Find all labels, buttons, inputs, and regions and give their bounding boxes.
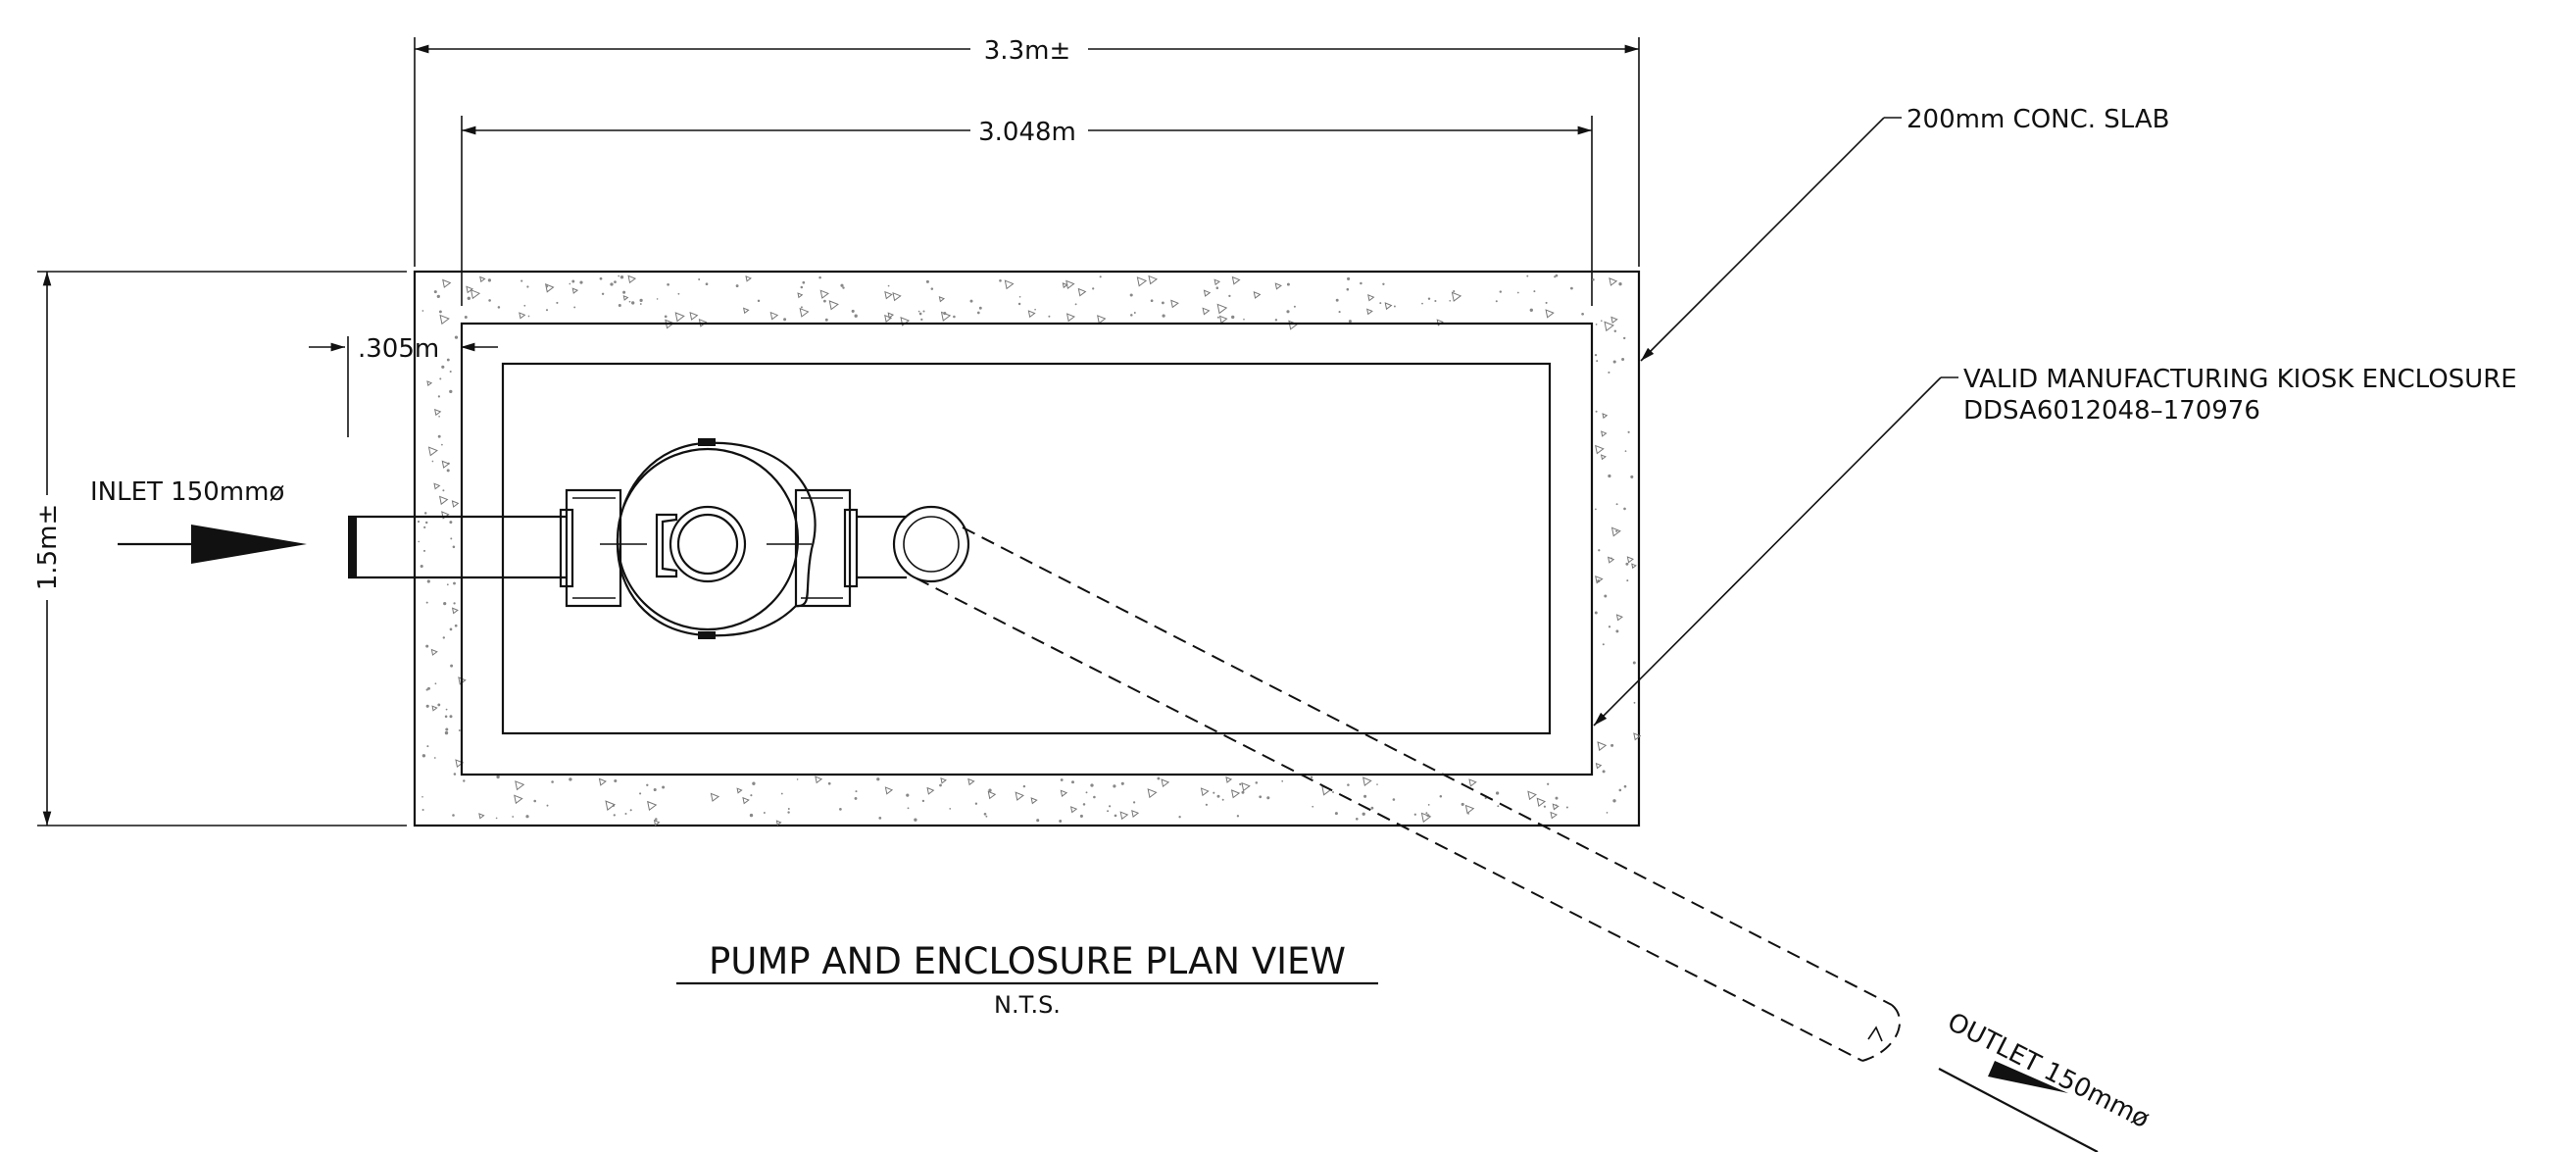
- offset-label: .305m: [358, 334, 439, 364]
- enclosure-leader: [1593, 376, 1958, 726]
- pump-assembly: [559, 438, 970, 639]
- inlet-label: INLET 150mmø: [90, 477, 284, 507]
- outlet-pipe-hidden: [916, 526, 1902, 1062]
- outlet-label: OUTLET 150mmø: [1943, 1008, 2155, 1135]
- outlet-arrow: [1938, 1061, 2099, 1152]
- inlet-arrow: [118, 525, 307, 564]
- height-dimension: 1.5m±: [33, 271, 407, 826]
- inner-width-dimension: 3.048m: [461, 116, 1593, 306]
- offset-dimension: .305m: [309, 334, 498, 437]
- overall-width-dimension: 3.3m±: [414, 36, 1640, 267]
- slab-leader: [1640, 117, 1902, 362]
- concrete-slab: [413, 270, 1642, 827]
- kiosk-enclosure: [460, 322, 1594, 776]
- drawing-title: PUMP AND ENCLOSURE PLAN VIEW: [709, 940, 1346, 982]
- enclosure-label-line1: VALID MANUFACTURING KIOSK ENCLOSURE: [1963, 365, 2517, 394]
- inner-width-label: 3.048m: [978, 118, 1076, 147]
- enclosure-label-line2: DDSA6012048–170976: [1963, 396, 2260, 426]
- height-label: 1.5m±: [33, 504, 63, 590]
- slab-label: 200mm CONC. SLAB: [1907, 105, 2170, 134]
- inlet-pipe: [348, 515, 567, 579]
- drawing-subtitle: N.T.S.: [994, 991, 1061, 1019]
- overall-width-label: 3.3m±: [984, 36, 1070, 66]
